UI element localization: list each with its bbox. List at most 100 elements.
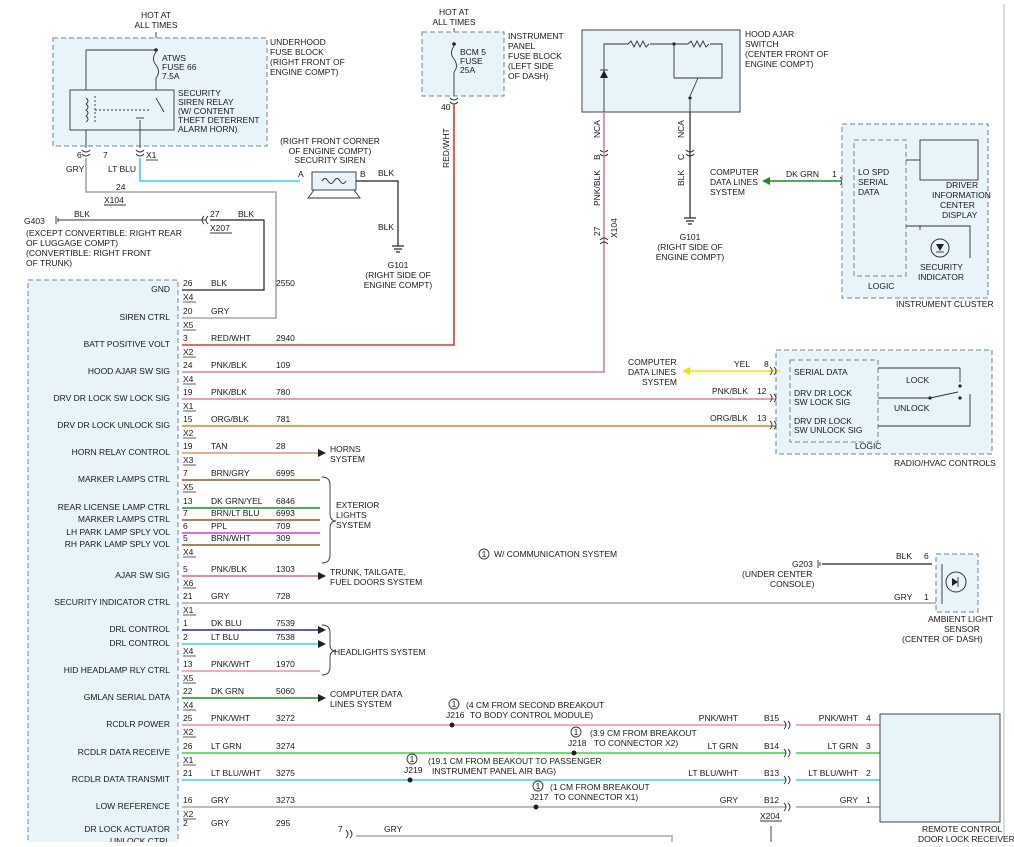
splice-id-2: J219 <box>404 765 423 775</box>
bcm-row-label-20: RCDLR DATA TRANSMIT <box>72 774 170 784</box>
bcm-row-color-8: DK GRN/YEL <box>211 496 263 506</box>
gry-siren-wire <box>85 158 277 319</box>
bcm-row-ckt-22: 295 <box>276 818 290 828</box>
ambient-gry: GRY <box>894 592 913 602</box>
bcm-row-conn-16: X5 <box>183 673 194 683</box>
horns-0: HORNS <box>330 444 361 454</box>
bcm-row-label-16: HID HEADLAMP RLY CTRL <box>64 665 171 675</box>
rcdlr-right-color-1: LT GRN <box>828 741 858 751</box>
bcm-row-arrow-15 <box>318 640 326 648</box>
bcm-row-label-2: BATT POSITIVE VOLT <box>84 339 170 349</box>
atws-label-1: FUSE 66 <box>162 62 197 72</box>
g101b-0: G101 <box>680 232 701 242</box>
bcm-row-pin-20: 21 <box>183 768 193 778</box>
bcm-row-color-11: BRN/WHT <box>211 533 251 543</box>
g101b-1: (RIGHT SIDE OF <box>657 242 723 252</box>
bcm-row-label-18: RCDLR POWER <box>106 719 170 729</box>
splice-dot-2 <box>407 777 413 783</box>
comp-data-top-0: COMPUTER <box>710 167 759 177</box>
sec-ind-0: SECURITY <box>920 262 963 272</box>
splice-note-num-1: 1 <box>574 727 579 737</box>
exterior-1: LIGHTS <box>336 510 367 520</box>
bcm-2: 25A <box>460 65 475 75</box>
dk-grn-label-top: DK GRN <box>786 169 819 179</box>
bcm-row-color-14: DK BLU <box>211 618 242 628</box>
splice-note-circle-0 <box>448 698 460 710</box>
bcm-row-conn-15: X4 <box>183 646 194 656</box>
rcdlr-connector-1 <box>783 748 791 758</box>
atws-fuse-icon <box>153 51 159 79</box>
cluster-title: INSTRUMENT CLUSTER <box>896 299 994 309</box>
radio-p13: 13 <box>757 413 767 423</box>
rcdlr-mid-color-2: LT BLU/WHT <box>688 768 738 778</box>
blk-label-2: BLK <box>238 209 254 219</box>
trunk-1: FUEL DOORS SYSTEM <box>330 577 422 587</box>
siren-label-2: SECURITY SIREN <box>294 155 365 165</box>
g403-label: G403 <box>24 216 45 226</box>
splice-note-circle-1 <box>570 726 582 738</box>
relay-label-2: (W/ CONTENT <box>178 106 235 116</box>
bcm-row-ckt-2: 2940 <box>276 333 295 343</box>
bcm-row-color-19: LT GRN <box>211 741 241 751</box>
radio-serial: SERIAL DATA <box>794 367 848 377</box>
bcm-row-label-3: HOOD AJAR SW SIG <box>88 366 170 376</box>
rcdlr-pin-1: B14 <box>764 741 779 751</box>
hood-0: HOOD AJAR <box>745 29 794 39</box>
relay-coil-icon <box>85 97 89 123</box>
dic-0: DRIVER <box>946 180 978 190</box>
compdata-dest-1: LINES SYSTEM <box>330 699 392 709</box>
bcm-row-pin-16: 13 <box>183 659 193 669</box>
pin-24: 24 <box>116 182 126 192</box>
sec-ind-1: INDICATOR <box>918 272 964 282</box>
ipfuse-4: OF DASH) <box>508 71 549 81</box>
body-control-module <box>27 279 179 847</box>
exterior-0: EXTERIOR <box>336 500 379 510</box>
bcm-row-conn-17: X4 <box>183 700 194 710</box>
pin-1-cluster: 1 <box>832 169 837 179</box>
dic-1: INFORMATION <box>932 190 991 200</box>
splice-note-1-2: INSTRUMENT PANEL AIR BAG) <box>432 766 556 776</box>
resistor-2-icon <box>687 39 710 49</box>
bcm-row-ckt-15: 7538 <box>276 632 295 642</box>
bcm-row-arrow-17 <box>318 694 326 702</box>
bcm-row-conn-21: X2 <box>183 809 194 819</box>
rcdlr-rpin-3: 1 <box>866 795 871 805</box>
siren-icon <box>321 178 347 184</box>
rcdlr-right-color-3: GRY <box>840 795 859 805</box>
radio-logic: LOGIC <box>855 441 881 451</box>
hot-at-all-times-1b: ALL TIMES <box>135 20 178 30</box>
bcm-row-label-0: GND <box>151 284 170 294</box>
splice-note-num-3: 1 <box>536 781 541 791</box>
conn-x207: X207 <box>210 223 230 233</box>
bcm-row-label-13: SECURITY INDICATOR CTRL <box>54 597 170 607</box>
red-wht-wire <box>182 104 455 346</box>
bcm-row-conn-5: X2 <box>183 428 194 438</box>
conn-x204: X204 <box>760 811 780 821</box>
underhood-fuse-block: HOT AT ALL TIMES UNDERHOOD FUSE BLOCK (R… <box>52 10 345 174</box>
rcdlr-title-0: REMOTE CONTROL <box>922 824 1003 834</box>
radio-orgblk: ORG/BLK <box>710 413 748 423</box>
blk-vert: BLK <box>676 170 686 186</box>
bcm-0: BCM 5 <box>460 47 486 57</box>
bcm-row-label-17: GMLAN SERIAL DATA <box>84 692 171 702</box>
bcm-row-ckt-4: 780 <box>276 387 290 397</box>
bcm-row-label-19: RCDLR DATA RECEIVE <box>78 747 171 757</box>
g403-note-1: OF LUGGAGE COMPT) <box>26 238 118 248</box>
bcm-row-color-15: LT BLU <box>211 632 239 642</box>
ambient-label-1: SENSOR <box>944 624 980 634</box>
pin-27-hood: 27 <box>592 226 602 236</box>
rcdlr-rpin-2: 2 <box>866 768 871 778</box>
g403-note-2: (CONVERTIBLE: RIGHT FRONT <box>26 248 151 258</box>
security-siren: (RIGHT FRONT CORNER OF ENGINE COMPT) SEC… <box>280 136 432 290</box>
g203-label: G203 <box>792 559 813 569</box>
instrument-cluster: LO SPD SERIAL DATA DRIVER INFORMATION CE… <box>841 123 994 309</box>
rcdlr-pin-0: B15 <box>764 713 779 723</box>
bcm-row-label-14: DRL CONTROL <box>109 624 170 634</box>
rcdlr-connector-3 <box>783 802 791 812</box>
bcm-row-color-21: GRY <box>211 795 230 805</box>
bcm-row-pin-1: 20 <box>183 306 193 316</box>
bcm-row-pin-6: 19 <box>183 441 193 451</box>
conn-x1: X1 <box>146 150 157 160</box>
comm-note-num: 1 <box>482 549 487 559</box>
bcm-row-conn-6: X3 <box>183 455 194 465</box>
